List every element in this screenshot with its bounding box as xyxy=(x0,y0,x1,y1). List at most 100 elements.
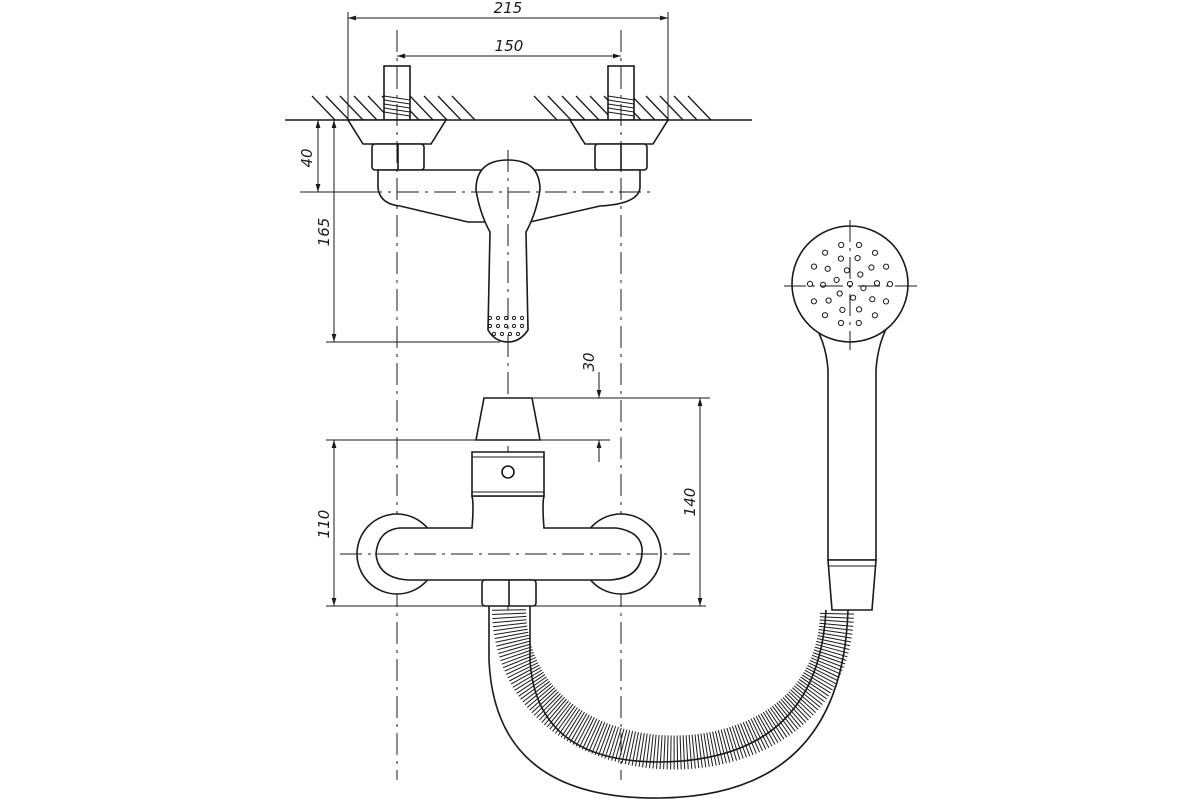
hose-rib xyxy=(685,735,689,770)
hose-rib xyxy=(666,735,669,770)
hose-rib xyxy=(700,733,707,768)
hose-rib xyxy=(614,728,625,762)
dim-150: 150 xyxy=(397,37,621,59)
shower-connector xyxy=(827,559,877,611)
hose-rib xyxy=(549,702,572,730)
dim-110: 110 xyxy=(315,439,706,607)
hose-rib xyxy=(793,685,821,708)
hose-rib xyxy=(788,691,814,716)
dim-215-label: 215 xyxy=(494,0,523,17)
nozzle-dot xyxy=(836,290,843,297)
hose-rib xyxy=(703,733,710,767)
wall-hatch-left xyxy=(311,95,476,121)
hose-rib xyxy=(495,634,529,643)
nozzle-dot xyxy=(846,280,854,288)
nozzle-dot xyxy=(822,249,829,256)
hose-rib xyxy=(512,669,543,688)
hose-rib xyxy=(762,711,782,742)
nozzle-dot xyxy=(839,306,846,313)
hose-rib xyxy=(499,646,532,658)
hose-rib xyxy=(504,657,536,672)
hose-rib xyxy=(819,625,853,631)
dim-140: 140 xyxy=(681,398,703,606)
hose-rib xyxy=(566,711,585,742)
hose-rib xyxy=(554,705,576,734)
hose-rib xyxy=(723,728,734,762)
nozzle-dot xyxy=(833,276,840,283)
hose-rib xyxy=(588,720,603,753)
hose-rib xyxy=(784,695,809,721)
hose-rib xyxy=(526,685,554,708)
hose-rib xyxy=(740,723,754,756)
nozzle-dot xyxy=(825,297,832,304)
hose-rib xyxy=(514,671,544,691)
nozzle-dot xyxy=(810,263,818,270)
hose-rib xyxy=(818,629,853,635)
hose-rib xyxy=(575,715,593,747)
hose-rib xyxy=(594,723,608,756)
hose-rib xyxy=(498,643,532,654)
hose-rib xyxy=(531,689,558,714)
dim-165: 165 xyxy=(315,120,500,343)
hose-rib xyxy=(546,700,569,728)
hose-rib xyxy=(734,725,747,758)
hose-rib xyxy=(649,734,654,769)
hose-rib xyxy=(494,631,529,639)
hose-rib xyxy=(621,730,631,764)
cartridge-cap xyxy=(471,451,545,497)
hose-rib xyxy=(493,625,528,632)
hose-rib xyxy=(697,733,703,768)
hose-rib xyxy=(578,717,595,749)
cap-indicator xyxy=(501,465,515,479)
hose-rib xyxy=(755,715,773,747)
nozzle-dot xyxy=(860,285,867,292)
hose-rib xyxy=(753,717,770,749)
nozzle-dot xyxy=(821,312,829,319)
hose-rib xyxy=(656,734,660,769)
hose-rib xyxy=(604,726,617,759)
hose-rib xyxy=(492,615,527,620)
hose-rib xyxy=(801,674,831,694)
hose-rib xyxy=(688,734,693,769)
hose-rib xyxy=(507,662,539,679)
hose-rib xyxy=(760,713,779,744)
hose-rib xyxy=(767,708,788,738)
dim-40-label: 40 xyxy=(298,148,316,167)
hose-rib xyxy=(502,654,535,669)
hose-rib xyxy=(492,612,527,615)
outlet-nut xyxy=(481,579,537,607)
hose-rib xyxy=(817,635,852,643)
hose-rib xyxy=(757,714,776,745)
nozzle-dot xyxy=(837,255,845,262)
hose-rib xyxy=(520,678,549,700)
nozzle-dot xyxy=(873,280,881,287)
lever-grip-dots xyxy=(487,315,525,337)
hose-rib xyxy=(524,683,552,706)
lever-front xyxy=(475,397,541,441)
hose-rib xyxy=(709,732,717,766)
hose-rib xyxy=(812,652,846,665)
hose-rib xyxy=(516,674,546,694)
hose-rib xyxy=(497,640,531,651)
hose-rib xyxy=(805,667,837,685)
hose-rib xyxy=(745,720,760,753)
hose-rib xyxy=(726,727,738,761)
hose-rib xyxy=(496,637,530,647)
hose-rib xyxy=(492,622,527,628)
nozzle-dot xyxy=(855,319,862,327)
nozzle-dot xyxy=(871,249,879,256)
hose-rib xyxy=(601,725,614,758)
dim-40: 40 xyxy=(298,120,360,193)
hose-rib xyxy=(617,729,628,763)
nozzle-dot xyxy=(854,255,861,262)
hose-rib xyxy=(706,732,714,767)
dim-30: 30 xyxy=(484,352,710,462)
hose-rib xyxy=(798,678,828,700)
hose-rib xyxy=(635,732,642,767)
nozzle-dot xyxy=(838,241,845,249)
nozzle-dot xyxy=(855,241,863,249)
nozzle-dot xyxy=(837,319,845,327)
hose-rib xyxy=(819,612,855,615)
hose-rib xyxy=(803,672,833,691)
shower-nozzles xyxy=(806,241,894,327)
